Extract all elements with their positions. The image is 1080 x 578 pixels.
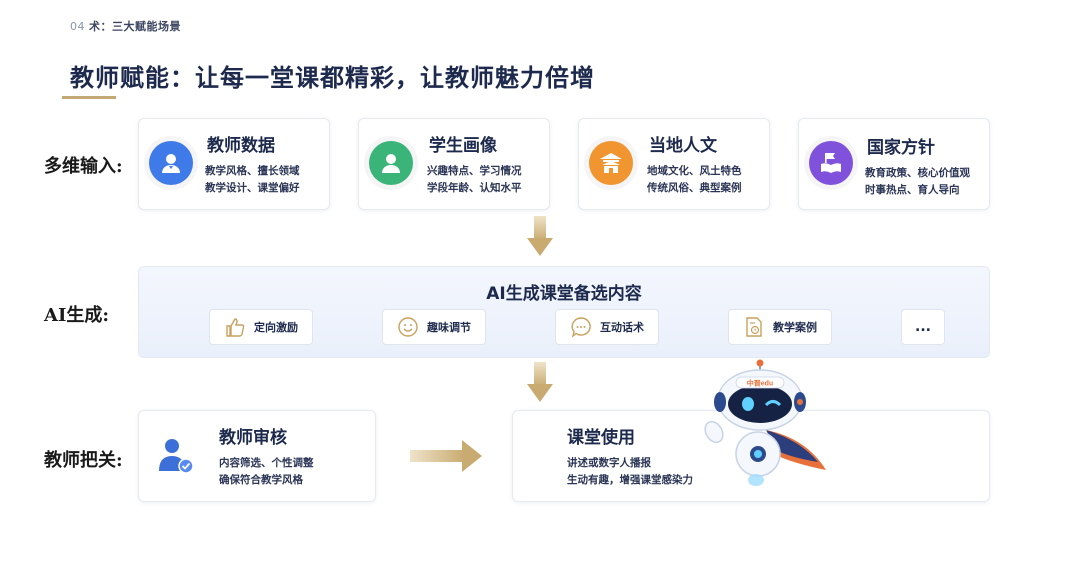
card-desc-line: 教学风格、擅长领域 xyxy=(205,165,300,177)
page-title: 教师赋能：让每一堂课都精彩，让教师魅力倍增 xyxy=(70,64,595,92)
document-icon xyxy=(746,317,762,337)
chip-targeted-motivation[interactable]: 定向激励 xyxy=(209,309,313,345)
card-title: 学生画像 xyxy=(429,136,497,156)
row-label-ai: AI生成: xyxy=(44,305,110,326)
card-title: 课堂使用 xyxy=(567,428,635,448)
arrow-right-icon xyxy=(410,440,482,472)
chip-fun-adjustment[interactable]: 趣味调节 xyxy=(382,309,486,345)
card-title: 当地人文 xyxy=(649,136,717,156)
robot-mascot-icon: 中晋edu xyxy=(704,359,826,486)
card-desc: 内容筛选、个性调整 确保符合教学风格 xyxy=(219,455,314,489)
title-underline xyxy=(62,96,116,99)
card-desc: 讲述或数字人播报 生动有趣，增强课堂感染力 xyxy=(567,455,693,489)
ai-panel-title: AI生成课堂备选内容 xyxy=(486,284,642,304)
card-desc-line: 确保符合教学风格 xyxy=(219,474,303,486)
card-desc-line: 教学设计、课堂偏好 xyxy=(205,182,300,194)
arrow-down-icon xyxy=(527,362,553,402)
section-title: 术：三大赋能场景 xyxy=(89,20,181,33)
student-avatar-icon xyxy=(369,141,413,185)
smile-icon xyxy=(398,317,418,337)
chip-interactive-phrases[interactable]: 互动话术 xyxy=(555,309,659,345)
input-card-teacher-data[interactable]: 教师数据 教学风格、擅长领域 教学设计、课堂偏好 xyxy=(138,118,330,210)
row-label-input: 多维输入: xyxy=(44,156,123,177)
card-title: 教师数据 xyxy=(207,136,275,156)
chat-bubble-icon xyxy=(571,317,591,338)
chip-label: 定向激励 xyxy=(254,321,298,334)
card-desc-line: 时事热点、育人导向 xyxy=(865,184,960,196)
card-desc-line: 兴趣特点、学习情况 xyxy=(427,165,522,177)
arrow-down-icon xyxy=(527,216,553,256)
chip-label: 趣味调节 xyxy=(427,321,471,334)
card-desc-line: 地域文化、风土特色 xyxy=(647,165,742,177)
row-label-teacher: 教师把关: xyxy=(44,450,123,471)
card-desc-line: 传统风俗、典型案例 xyxy=(647,182,742,194)
teacher-avatar-icon xyxy=(149,141,193,185)
card-desc-line: 学段年龄、认知水平 xyxy=(427,182,522,194)
chip-more[interactable]: ... xyxy=(901,309,945,345)
card-desc: 教育政策、核心价值观 时事热点、育人导向 xyxy=(865,165,970,199)
input-card-student-profile[interactable]: 学生画像 兴趣特点、学习情况 学段年龄、认知水平 xyxy=(358,118,550,210)
card-desc-line: 生动有趣，增强课堂感染力 xyxy=(567,474,693,486)
card-desc: 兴趣特点、学习情况 学段年龄、认知水平 xyxy=(427,163,522,197)
section-label: 04 术：三大赋能场景 xyxy=(70,18,181,34)
chip-label: 互动话术 xyxy=(600,321,644,334)
input-card-local-culture[interactable]: 当地人文 地域文化、风土特色 传统风俗、典型案例 xyxy=(578,118,770,210)
input-card-national-policy[interactable]: 国家方针 教育政策、核心价值观 时事热点、育人导向 xyxy=(798,118,990,210)
card-title: 教师审核 xyxy=(219,428,287,448)
card-title: 国家方针 xyxy=(867,138,935,158)
temple-icon xyxy=(589,141,633,185)
card-desc-line: 讲述或数字人播报 xyxy=(567,457,651,469)
chip-label: 教学案例 xyxy=(773,321,817,334)
chip-teaching-cases[interactable]: 教学案例 xyxy=(728,309,832,345)
thumbs-up-icon xyxy=(226,318,245,337)
card-desc: 地域文化、风土特色 传统风俗、典型案例 xyxy=(647,163,742,197)
teacher-review-card[interactable]: 教师审核 内容筛选、个性调整 确保符合教学风格 xyxy=(138,410,376,502)
teacher-check-icon xyxy=(155,435,197,477)
mascot-badge: 中晋edu xyxy=(747,379,773,388)
card-desc: 教学风格、擅长领域 教学设计、课堂偏好 xyxy=(205,163,300,197)
more-label: ... xyxy=(915,319,931,335)
section-number: 04 xyxy=(70,20,85,33)
card-desc-line: 教育政策、核心价值观 xyxy=(865,167,970,179)
ai-generation-panel: AI生成课堂备选内容 定向激励 趣味调节 互动话术 教学案例 ... xyxy=(138,266,990,358)
card-desc-line: 内容筛选、个性调整 xyxy=(219,457,314,469)
flag-book-icon xyxy=(809,141,853,185)
